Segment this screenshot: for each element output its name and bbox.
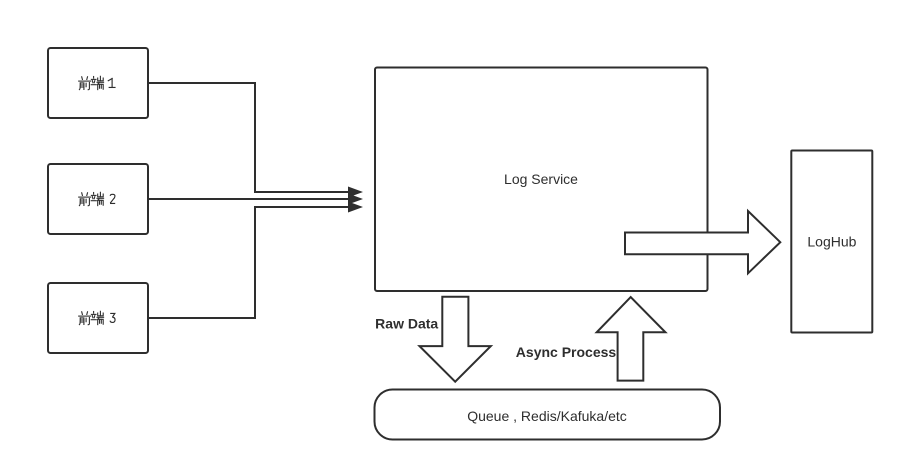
svg-text:Log Service: Log Service: [504, 171, 578, 187]
svg-text:Async Process: Async Process: [516, 344, 617, 360]
svg-text:LogHub: LogHub: [807, 234, 856, 250]
svg-text:Raw Data: Raw Data: [375, 316, 438, 332]
svg-text:Queue , Redis/Kafuka/etc: Queue , Redis/Kafuka/etc: [467, 408, 627, 424]
